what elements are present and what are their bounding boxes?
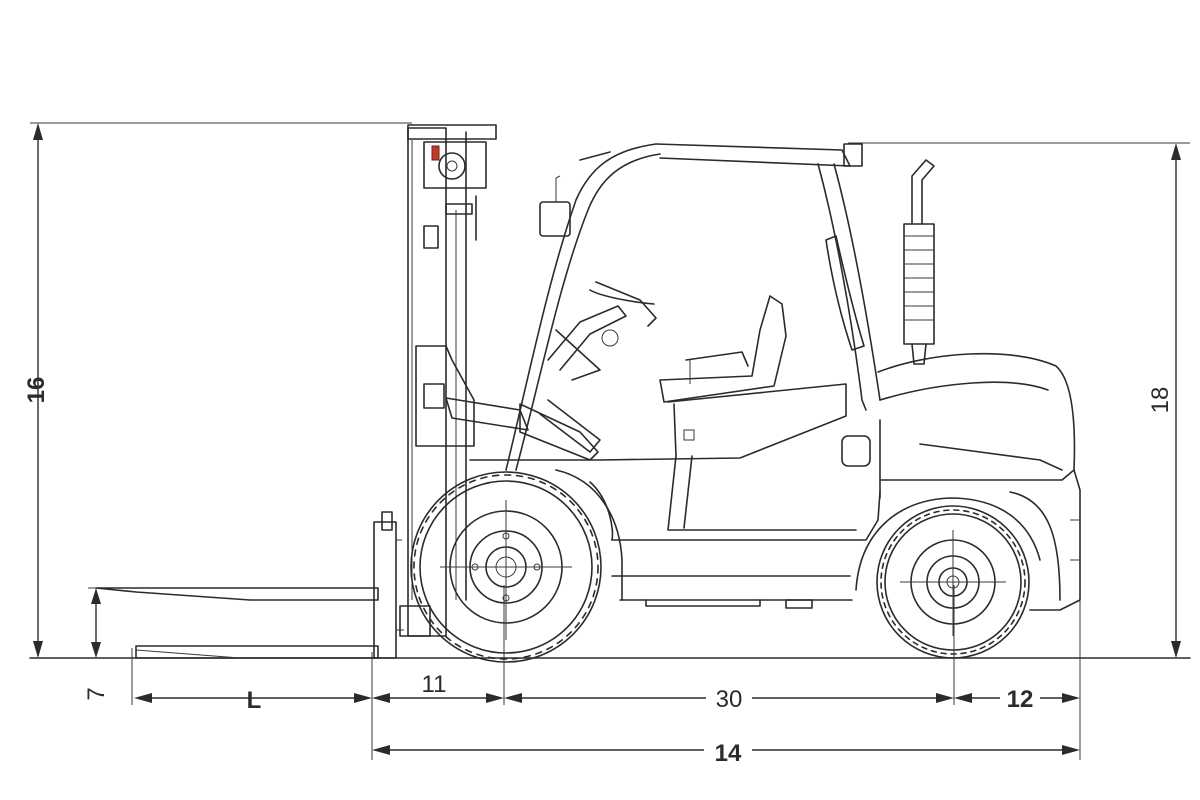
steering-column [539,281,657,453]
chassis [469,159,1081,611]
dim-label-12: 12 [1007,686,1034,713]
dim-label-16: 16 [23,377,50,404]
dim-label-11: 11 [422,671,447,698]
extension-lines [30,122,1190,760]
rear-wheel [876,505,1030,659]
operator-seat [659,295,787,403]
overhead-guard [505,143,881,471]
dim-fork-lift-height: 7 [83,588,110,701]
dim-fork-length: L [134,687,372,714]
dim-overall-height-guard: 18 [1147,143,1181,658]
dim-label-30: 30 [716,686,743,713]
front-wheel [410,471,602,663]
dim-label-14: 14 [715,740,742,767]
forks [95,511,404,659]
mast [399,124,497,637]
dim-overall-length: 14 [372,734,1080,767]
dim-rear-overhang: 12 [954,680,1080,713]
tilt-cylinder [415,345,599,461]
dim-label-7: 7 [83,687,110,700]
dim-label-L: L [247,687,262,714]
dim-front-overhang: 11 [372,671,504,703]
dim-label-18: 18 [1147,387,1174,414]
dim-overall-height-mast: 16 [23,123,50,658]
dim-wheelbase: 30 [504,680,954,713]
